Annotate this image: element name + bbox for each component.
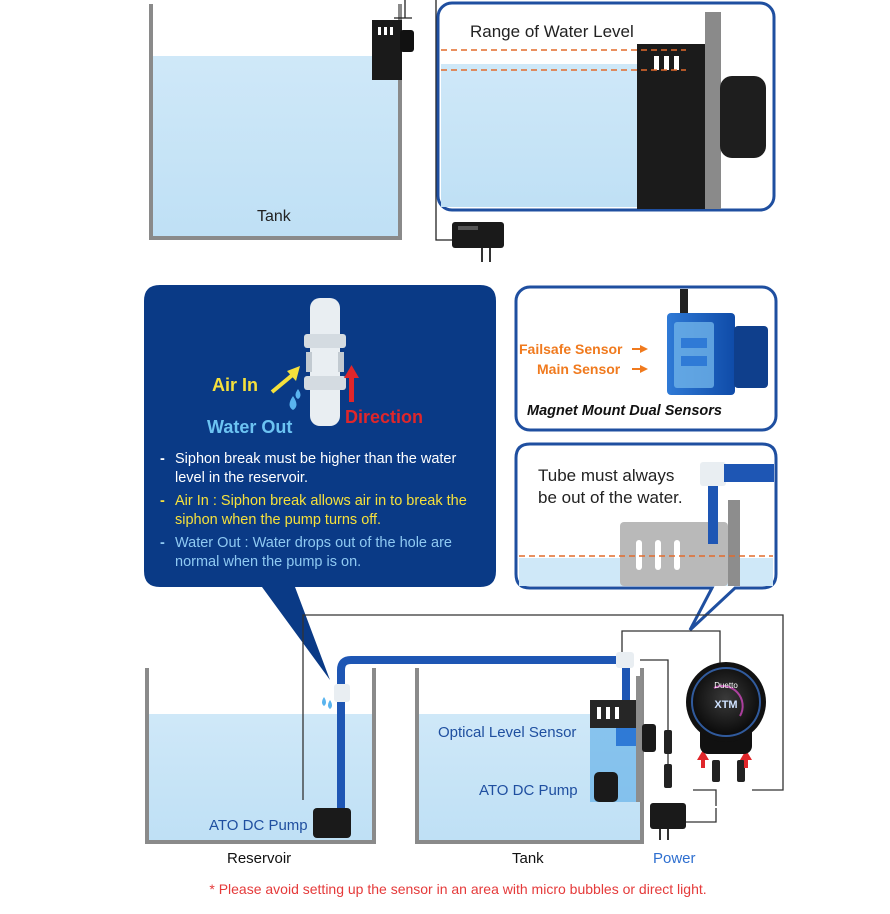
cable-connectors — [664, 730, 745, 788]
siphon-note-2: -Air In : Siphon break allows air in to … — [160, 492, 490, 530]
top-power-cable — [435, 0, 458, 241]
controller-brand: Duetto — [714, 681, 738, 690]
footnote: * Please avoid setting up the sensor in … — [209, 881, 706, 897]
direction-label: Direction — [345, 407, 423, 427]
main-pointer-head — [640, 365, 648, 373]
top-tank-label: Tank — [257, 208, 292, 225]
siphon-note-1-text: Siphon break must be higher than the wat… — [175, 451, 457, 486]
failsafe-pointer-head — [640, 345, 648, 353]
tube-note-line1: Tube must always — [538, 466, 674, 485]
failsafe-sensor-label: Failsafe Sensor — [519, 341, 623, 357]
reservoir-pump — [313, 808, 351, 838]
dual-sensor-caption: Magnet Mount Dual Sensors — [527, 403, 722, 419]
reservoir-label: Reservoir — [227, 850, 291, 867]
air-in-label: Air In — [212, 375, 258, 395]
optical-sensor-label: Optical Level Sensor — [438, 724, 576, 741]
connector-arrows — [697, 750, 752, 768]
siphon-info-panel — [144, 285, 496, 680]
siphon-note-3: -Water Out : Water drops out of the hole… — [160, 534, 490, 572]
water-out-label: Water Out — [207, 417, 292, 437]
siphon-notes-list: -Siphon break must be higher than the wa… — [160, 450, 490, 576]
wiring — [302, 614, 784, 823]
bottom-tank-label: Tank — [512, 850, 544, 867]
tube-note-line2: be out of the water. — [538, 488, 683, 507]
top-power-adapter — [452, 222, 504, 262]
reservoir-water-drop-icon — [322, 697, 332, 709]
dual-sensor-callout — [514, 285, 778, 432]
direction-arrow — [344, 365, 359, 402]
water-drop-icon — [289, 389, 301, 410]
main-sensor-label: Main Sensor — [537, 361, 621, 377]
power-label: Power — [653, 850, 696, 867]
bullet-dash: - — [160, 493, 165, 509]
controller-logo: XTM — [714, 699, 737, 711]
top-sensor-cable — [394, 0, 412, 19]
siphon-note-1: -Siphon break must be higher than the wa… — [160, 450, 490, 488]
siphon-note-3-text: Water Out : Water drops out of the hole … — [175, 535, 452, 570]
siphon-break-fitting — [304, 298, 346, 426]
range-detail-callout — [436, 1, 776, 212]
bottom-power-adapter — [650, 803, 686, 840]
tube-note-callout — [514, 442, 778, 632]
tank-pump-label: ATO DC Pump — [479, 782, 578, 799]
reservoir-pump-label: ATO DC Pump — [209, 817, 308, 834]
air-in-arrow-head — [287, 366, 300, 381]
siphon-note-2-text: Air In : Siphon break allows air in to b… — [175, 493, 467, 528]
bullet-dash: - — [160, 535, 165, 551]
top-tank — [149, 4, 402, 240]
controller-device — [686, 662, 766, 754]
water-tube — [334, 652, 634, 808]
range-label: Range of Water Level — [470, 22, 634, 41]
top-sensor-unit — [372, 20, 414, 80]
tank-sensor-housing — [590, 676, 656, 802]
bullet-dash: - — [160, 451, 165, 467]
